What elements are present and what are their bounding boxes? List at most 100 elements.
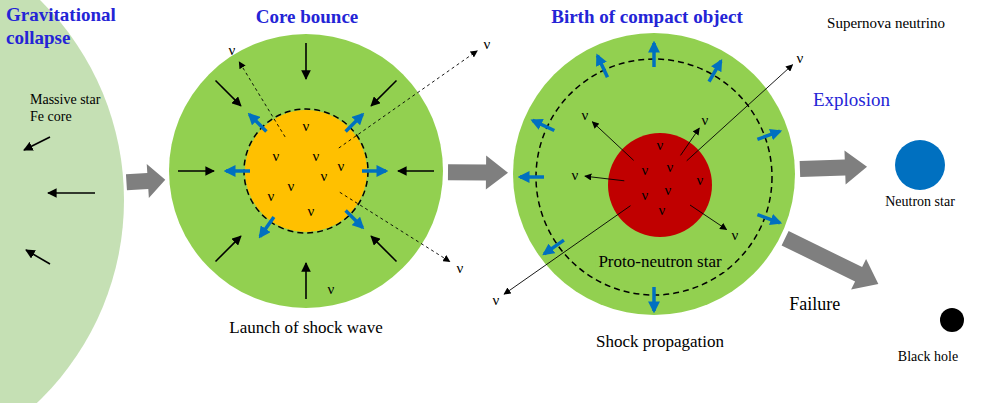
node-shape bbox=[513, 33, 795, 315]
neutrino-symbol: ν bbox=[732, 228, 739, 243]
infall-arrow bbox=[305, 43, 307, 79]
node-shape bbox=[895, 140, 945, 190]
infall-arrow bbox=[48, 192, 95, 194]
text-slot: ν bbox=[585, 115, 592, 130]
text-slot: ν bbox=[271, 196, 278, 211]
neutrino-symbol: ν bbox=[659, 203, 666, 218]
neutrino-symbol: ν bbox=[493, 293, 500, 308]
node-disc bbox=[608, 133, 712, 237]
text-slot: Proto-neutron star bbox=[660, 252, 789, 272]
text-slot: Launch of shock wave bbox=[306, 318, 459, 338]
neutrino-symbol: ν bbox=[328, 282, 335, 297]
text-slot: ν bbox=[324, 176, 331, 191]
text-slot: ν bbox=[276, 156, 283, 171]
neutrino-symbol: ν bbox=[313, 149, 320, 164]
stage-circle: Birth of compact objectννννShock propaga… bbox=[513, 33, 795, 315]
neutrino-symbol: ν bbox=[642, 188, 649, 203]
node-disc bbox=[513, 33, 795, 315]
text-slot: Failure bbox=[815, 305, 866, 327]
text-slot: ν bbox=[232, 50, 239, 65]
node-shape bbox=[940, 308, 964, 332]
neutrino-symbol: ν bbox=[308, 204, 315, 219]
shock-arrow bbox=[362, 169, 386, 173]
neutrino-symbol: ν bbox=[229, 43, 236, 58]
text-label: Failure bbox=[789, 294, 840, 316]
text-slot: Explosion bbox=[851, 100, 928, 123]
text-slot: ν bbox=[670, 167, 677, 182]
stage-transition-arrow bbox=[800, 151, 867, 185]
node-disc bbox=[169, 34, 443, 308]
node-shape bbox=[0, 0, 124, 403]
stage-heading: Birth of compact object bbox=[551, 6, 743, 29]
text-slot: ν bbox=[645, 195, 652, 210]
text-slot: ν bbox=[341, 166, 348, 181]
neutrino-symbol: ν bbox=[273, 149, 280, 164]
text-label: Shock propagation bbox=[596, 332, 724, 352]
neutrino-symbol: ν bbox=[667, 160, 674, 175]
text-slot: ν bbox=[487, 44, 494, 59]
text-slot: Massive star Fe core bbox=[30, 92, 112, 126]
text-label: Massive star Fe core bbox=[30, 92, 112, 126]
neutrino-symbol: ν bbox=[697, 173, 704, 188]
neutrino-symbol: ν bbox=[582, 108, 589, 123]
node-disc bbox=[940, 308, 964, 332]
neutrino-symbol: ν bbox=[797, 51, 804, 66]
text-slot: ν bbox=[496, 300, 503, 315]
stage-transition-arrow bbox=[448, 156, 508, 190]
neutrino-symbol: ν bbox=[657, 138, 664, 153]
text-label: Neutron star bbox=[885, 194, 955, 211]
text-slot: ν bbox=[645, 170, 652, 185]
node-shape bbox=[169, 34, 443, 308]
text-slot: Birth of compact object bbox=[647, 6, 839, 29]
shock-arrow bbox=[226, 169, 250, 173]
node-disc bbox=[895, 140, 945, 190]
black-hole: Black hole bbox=[940, 308, 964, 332]
text-slot: ν bbox=[705, 120, 712, 135]
neutrino-symbol: ν bbox=[702, 113, 709, 128]
shock-arrow bbox=[652, 287, 656, 311]
text-label: Black hole bbox=[898, 349, 958, 366]
neutron-star: Neutron star bbox=[895, 140, 945, 190]
stage-heading: Gravitational collapse bbox=[6, 4, 134, 50]
neutrino-symbol: ν bbox=[288, 179, 295, 194]
stage-transition-arrow bbox=[782, 231, 879, 289]
neutrino-symbol: ν bbox=[484, 37, 491, 52]
text-slot: ν bbox=[735, 235, 742, 250]
infall-arrow bbox=[398, 170, 434, 172]
text-slot: Shock propagation bbox=[660, 332, 788, 352]
text-slot: ν bbox=[331, 289, 338, 304]
text-slot: ν bbox=[668, 190, 675, 205]
stage-circle: Core bounceνLaunch of shock waveνννννννν bbox=[169, 34, 443, 308]
neutrino-symbol: ν bbox=[642, 163, 649, 178]
text-slot: ν bbox=[311, 211, 318, 226]
text-slot: ν bbox=[460, 268, 467, 283]
stage-heading: Core bounce bbox=[256, 6, 359, 29]
infall-arrow bbox=[305, 263, 307, 299]
text-slot: ν bbox=[306, 126, 313, 141]
proto-neutron-star: νννννννProto-neutron star bbox=[608, 133, 712, 237]
text-slot: Black hole bbox=[928, 349, 985, 366]
neutrino-symbol: ν bbox=[268, 189, 275, 204]
stage-transition-arrow bbox=[126, 164, 165, 198]
text-label: Proto-neutron star bbox=[595, 252, 724, 272]
text-label: Explosion bbox=[813, 89, 890, 112]
text-slot: Core bounce bbox=[307, 6, 410, 29]
hot-core: νννννννν bbox=[245, 110, 367, 232]
text-label: Launch of shock wave bbox=[229, 318, 382, 338]
shock-arrow bbox=[520, 175, 544, 179]
text-slot: Gravitational collapse bbox=[6, 4, 134, 50]
neutrino-symbol: ν bbox=[457, 261, 464, 276]
text-slot: Neutron star bbox=[920, 194, 985, 211]
neutrino-symbol: ν bbox=[321, 169, 328, 184]
node-disc bbox=[245, 110, 367, 232]
collapsing-star: Gravitational collapseMassive star Fe co… bbox=[0, 0, 124, 403]
text-slot: ν bbox=[662, 210, 669, 225]
shock-arrow bbox=[652, 43, 656, 67]
text-slot: ν bbox=[800, 58, 807, 73]
neutrino-symbol: ν bbox=[665, 183, 672, 198]
infall-arrow bbox=[178, 170, 214, 172]
text-slot: ν bbox=[575, 175, 582, 190]
neutrino-symbol: ν bbox=[572, 168, 579, 183]
